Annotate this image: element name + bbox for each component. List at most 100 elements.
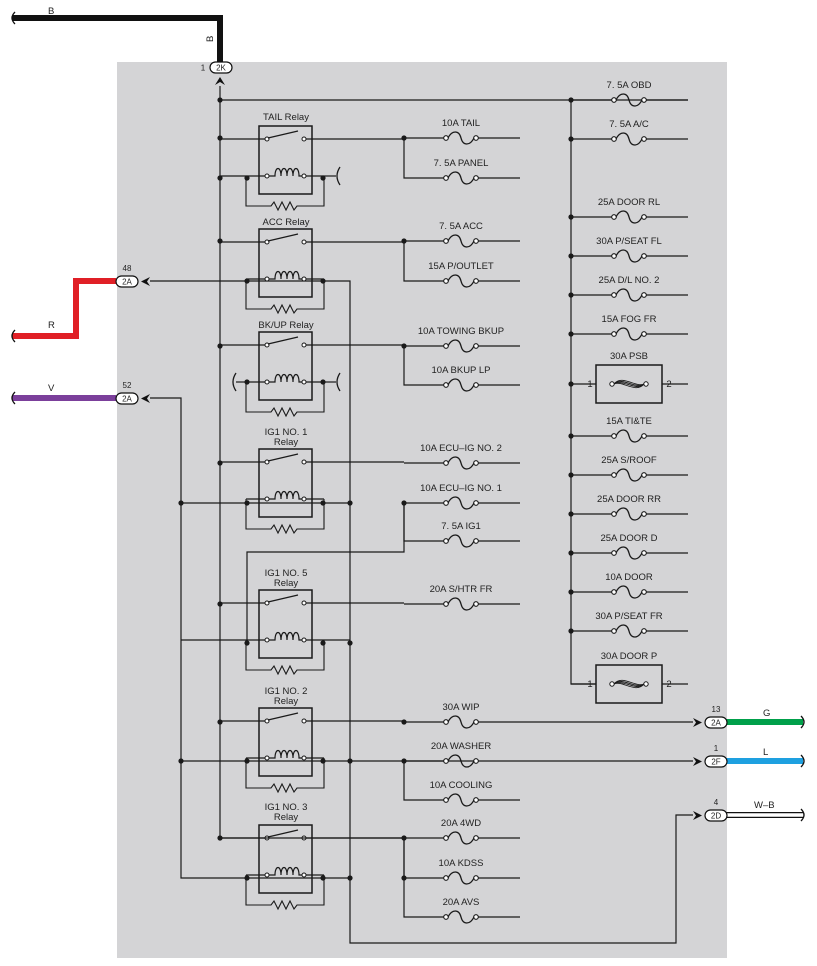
fuse-pseatfr: 30A P/SEAT FR xyxy=(571,611,688,638)
junction-dot xyxy=(568,589,574,595)
junction-dot xyxy=(217,175,223,181)
relay-coil-wiring xyxy=(181,166,350,641)
fuse-ig1-label: 7. 5A IG1 xyxy=(441,521,481,532)
fuse-washer: 20A WASHER xyxy=(404,741,491,768)
junction-dot xyxy=(401,719,407,725)
fuse-4wd-label: 20A 4WD xyxy=(441,818,481,829)
junction-dot xyxy=(568,292,574,298)
wire-b-vertical-label: B xyxy=(205,36,216,42)
junction-dot xyxy=(568,433,574,439)
fuse-panel-label: 7. 5A PANEL xyxy=(434,158,489,169)
relay-ig1no5-label: IG1 NO. 5 xyxy=(265,568,308,579)
wire-v-label: V xyxy=(48,383,55,394)
junction-dot xyxy=(244,175,250,181)
relay-tail-label: TAIL Relay xyxy=(263,112,309,123)
fuse-poutlet-label: 15A P/OUTLET xyxy=(428,261,494,272)
fuse-doorrl: 25A DOOR RL xyxy=(571,197,688,224)
connector-2A-13[interactable]: 2A 13 xyxy=(693,705,728,729)
junction-dot xyxy=(217,238,223,244)
junction-dot xyxy=(320,379,326,385)
fuse-ecuig1-label: 10A ECU–IG NO. 1 xyxy=(420,483,502,494)
junction-dot xyxy=(217,135,223,141)
fuse-bkuplp-label: 10A BKUP LP xyxy=(432,365,491,376)
fuse-wip: 30A WIP xyxy=(404,702,693,729)
fuse-shtr: 20A S/HTR FR xyxy=(404,584,520,611)
fuse-tite: 15A TI&TE xyxy=(571,416,688,443)
junction-dot xyxy=(568,331,574,337)
junction-dot xyxy=(568,97,574,103)
svg-text:2A: 2A xyxy=(711,719,721,728)
junction-dot xyxy=(178,758,184,764)
relay-bkup: BK/UP Relay xyxy=(220,320,404,418)
svg-text:2F: 2F xyxy=(711,758,720,767)
fuse-panel: 7. 5A PANEL xyxy=(403,138,520,185)
fuse-towing-label: 10A TOWING BKUP xyxy=(418,326,504,337)
relay-ig1no2-label-2: Relay xyxy=(274,696,299,707)
fuse-acc-label: 7. 5A ACC xyxy=(439,221,483,232)
fuse-cooling-label: 10A COOLING xyxy=(430,780,493,791)
junction-dot xyxy=(568,381,574,387)
fuse-ecuig2-label: 10A ECU–IG NO. 2 xyxy=(420,443,502,454)
junction-dot xyxy=(244,500,250,506)
fusible-link-doorp-pin-2: 2 xyxy=(666,679,671,690)
junction-dot xyxy=(217,460,223,466)
relay-ig1no3-label: IG1 NO. 3 xyxy=(265,802,308,813)
junction-dot xyxy=(244,640,250,646)
connector-2A-52[interactable]: 2A 52 xyxy=(115,381,150,405)
svg-text:1: 1 xyxy=(714,744,719,753)
fusible-link-psb-label: 30A PSB xyxy=(610,351,648,362)
fuse-dlno2-label: 25A D/L NO. 2 xyxy=(599,275,660,286)
fuse-tite-label: 15A TI&TE xyxy=(606,416,652,427)
fuse-kdss-label: 10A KDSS xyxy=(439,858,484,869)
fuse-doord: 25A DOOR D xyxy=(571,533,688,560)
fuse-doorrr-label: 25A DOOR RR xyxy=(597,494,661,505)
connector-2F[interactable]: 2F 1 xyxy=(693,744,728,768)
fusible-link-psb-pin-1: 1 xyxy=(587,379,592,390)
junction-dot xyxy=(568,511,574,517)
relay-acc: ACC Relay xyxy=(220,217,404,315)
fuse-dlno2: 25A D/L NO. 2 xyxy=(571,275,688,302)
junction-dot xyxy=(244,758,250,764)
svg-text:2A: 2A xyxy=(122,395,132,404)
fuse-door-label: 10A DOOR xyxy=(605,572,653,583)
junction-dot xyxy=(244,875,250,881)
junction-dot xyxy=(217,835,223,841)
fuse-doorrl-label: 25A DOOR RL xyxy=(598,197,660,208)
junction-dot xyxy=(320,500,326,506)
fuse-fogfr: 15A FOG FR xyxy=(571,314,688,341)
fuse-door: 10A DOOR xyxy=(571,572,688,599)
wire-g-group: G xyxy=(726,708,805,729)
fuse-pseatfl-label: 30A P/SEAT FL xyxy=(596,236,662,247)
relay-ig1no2-label: IG1 NO. 2 xyxy=(265,686,308,697)
svg-text:4: 4 xyxy=(714,798,719,807)
connector-2D[interactable]: 2D 4 xyxy=(693,798,728,822)
connector-2A-48[interactable]: 2A 48 xyxy=(115,264,150,288)
junction-dot xyxy=(178,500,184,506)
wire-l-label: L xyxy=(763,747,768,758)
connector-2K[interactable]: 2K 1 xyxy=(201,61,233,85)
fuse-acc: 7. 5A ACC xyxy=(404,221,520,248)
junction-dot xyxy=(568,472,574,478)
fusible-link-doorp-label: 30A DOOR P xyxy=(601,651,658,662)
junction-dot xyxy=(347,758,353,764)
relay-ig1no3-label-2: Relay xyxy=(274,812,299,823)
junction-dot xyxy=(401,835,407,841)
fuse-ac: 7. 5A A/C xyxy=(571,119,688,146)
relay-ig1no1-label: IG1 NO. 1 xyxy=(265,427,308,438)
fuse-pseatfr-label: 30A P/SEAT FR xyxy=(595,611,662,622)
wire-l-group: L xyxy=(726,747,805,768)
relay-ig1no5-label-2: Relay xyxy=(274,578,299,589)
fuse-cooling: 10A COOLING xyxy=(403,761,520,807)
fuse-shtr-label: 20A S/HTR FR xyxy=(430,584,493,595)
fuse-ac-label: 7. 5A A/C xyxy=(609,119,649,130)
svg-text:2A: 2A xyxy=(122,278,132,287)
svg-text:13: 13 xyxy=(712,705,721,714)
junction-dot xyxy=(568,136,574,142)
fuse-4wd: 20A 4WD xyxy=(404,818,520,845)
fuse-ig1: 7. 5A IG1 xyxy=(403,503,520,548)
